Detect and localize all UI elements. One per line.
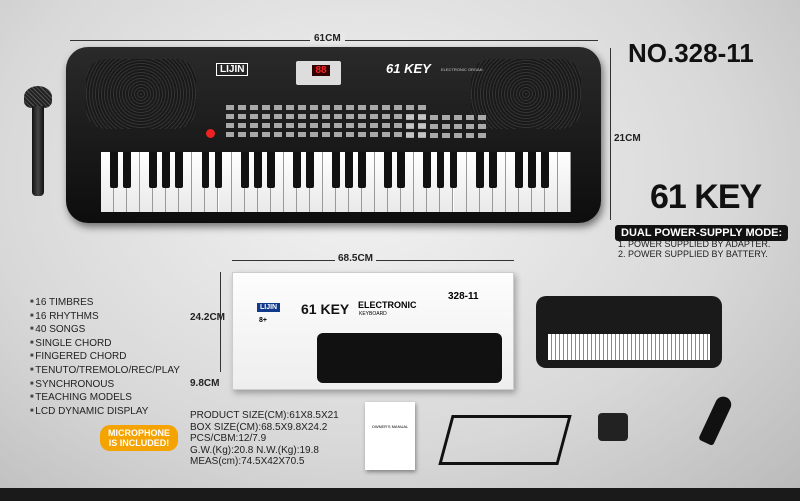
badge-line: IS INCLUDED! (108, 438, 170, 448)
control-buttons-right (406, 115, 486, 139)
spec-line: PRODUCT SIZE(CM):61X8.5X21 (190, 410, 339, 421)
box-age: 8+ (259, 317, 267, 324)
power-button (206, 129, 215, 138)
lcd-display: 88 (296, 61, 341, 85)
box-keyboard-image (317, 333, 502, 383)
black-key (345, 152, 353, 188)
power-mode-heading: DUAL POWER-SUPPLY MODE: (615, 225, 789, 241)
feature-item: 40 SONGS (30, 323, 180, 337)
feature-item: SYNCHRONOUS (30, 378, 180, 392)
brand-logo: LIJIN (216, 63, 249, 76)
owners-manual-image: OWNER'S MANUAL (365, 402, 415, 470)
black-key (214, 152, 223, 188)
black-key (175, 152, 184, 188)
black-key (397, 152, 406, 188)
microphone-image (24, 86, 52, 108)
feature-item: FINGERED CHORD (30, 350, 180, 364)
box-width-label: 68.5CM (335, 253, 377, 264)
black-key (384, 152, 393, 188)
feature-item: 16 RHYTHMS (30, 310, 180, 324)
black-key (488, 152, 497, 188)
box-depth-label: 9.8CM (190, 378, 220, 389)
accessory-microphone-image (698, 393, 734, 447)
right-speaker (471, 59, 581, 129)
black-key (123, 152, 132, 188)
box-height-line (220, 272, 221, 372)
box-subtitle: ELECTRONIC (358, 300, 417, 310)
left-speaker (86, 59, 196, 129)
box-brand: LIJIN (257, 303, 281, 312)
power-adapter-image (598, 413, 628, 441)
spec-line: PCS/CBM:12/7.9 (190, 433, 267, 445)
black-key (332, 152, 340, 188)
lcd-digits: 88 (312, 65, 330, 76)
key-count-heading: 61 KEY (650, 178, 762, 216)
keyboard-thumbnail (536, 296, 722, 368)
black-key (201, 152, 210, 188)
manual-title: OWNER'S MANUAL (371, 424, 409, 429)
black-key (162, 152, 171, 188)
black-key (527, 152, 536, 188)
height-label: 21CM (614, 133, 641, 144)
black-key (449, 152, 458, 188)
power-line: 1. POWER SUPPLIED BY ADAPTER. (618, 239, 771, 249)
feature-item: TENUTO/TREMOLO/REC/PLAY (30, 364, 180, 378)
spec-line: MEAS(cm):74.5X42X70.5 (190, 456, 305, 468)
microphone-badge: MICROPHONE IS INCLUDED! (100, 425, 179, 451)
black-key (240, 152, 249, 188)
box-height-label: 24.2CM (190, 312, 226, 323)
black-key (253, 152, 262, 188)
black-key (540, 152, 549, 188)
black-key (110, 152, 118, 188)
microphone-handle (32, 106, 44, 196)
bottom-band (0, 488, 800, 501)
feature-item: 16 TIMBRES (30, 296, 180, 310)
piano-keys (101, 152, 571, 212)
height-dimension-line (610, 48, 611, 220)
feature-item: SINGLE CHORD (30, 337, 180, 351)
box-title: 61 KEY (301, 301, 350, 317)
black-key (423, 152, 432, 188)
music-stand-image (438, 415, 572, 465)
black-key (358, 152, 367, 188)
badge-line: MICROPHONE (108, 428, 171, 438)
black-key (292, 152, 301, 188)
black-key (305, 152, 314, 188)
black-key (149, 152, 158, 188)
width-label: 61CM (310, 33, 345, 44)
black-key (475, 152, 484, 188)
model-tag: ELECTRONIC ORGAN (441, 67, 483, 72)
black-key (514, 152, 523, 188)
spec-line: BOX SIZE(CM):68.5X9.8X24.2 (190, 421, 328, 433)
feature-item: TEACHING MODELS (30, 391, 180, 405)
product-box-image: LIJIN 8+ 61 KEY ELECTRONIC KEYBOARD 328-… (232, 272, 514, 390)
feature-item: LCD DYNAMIC DISPLAY (30, 405, 180, 419)
model-label: 61 KEY (386, 61, 431, 76)
black-key (436, 152, 445, 188)
model-number-title: NO.328-11 (628, 38, 754, 68)
keyboard-product-image: LIJIN 88 61 KEY ELECTRONIC ORGAN (66, 47, 601, 223)
box-subtitle2: KEYBOARD (359, 311, 387, 317)
power-line: 2. POWER SUPPLIED BY BATTERY. (618, 249, 768, 259)
black-key (266, 152, 275, 188)
box-model: 328-11 (448, 291, 479, 302)
white-key (557, 152, 571, 212)
control-buttons (226, 105, 426, 137)
spec-line: G.W.(Kg):20.8 N.W.(Kg):19.8 (190, 444, 319, 456)
feature-list: 16 TIMBRES16 RHYTHMS40 SONGSSINGLE CHORD… (30, 296, 180, 418)
